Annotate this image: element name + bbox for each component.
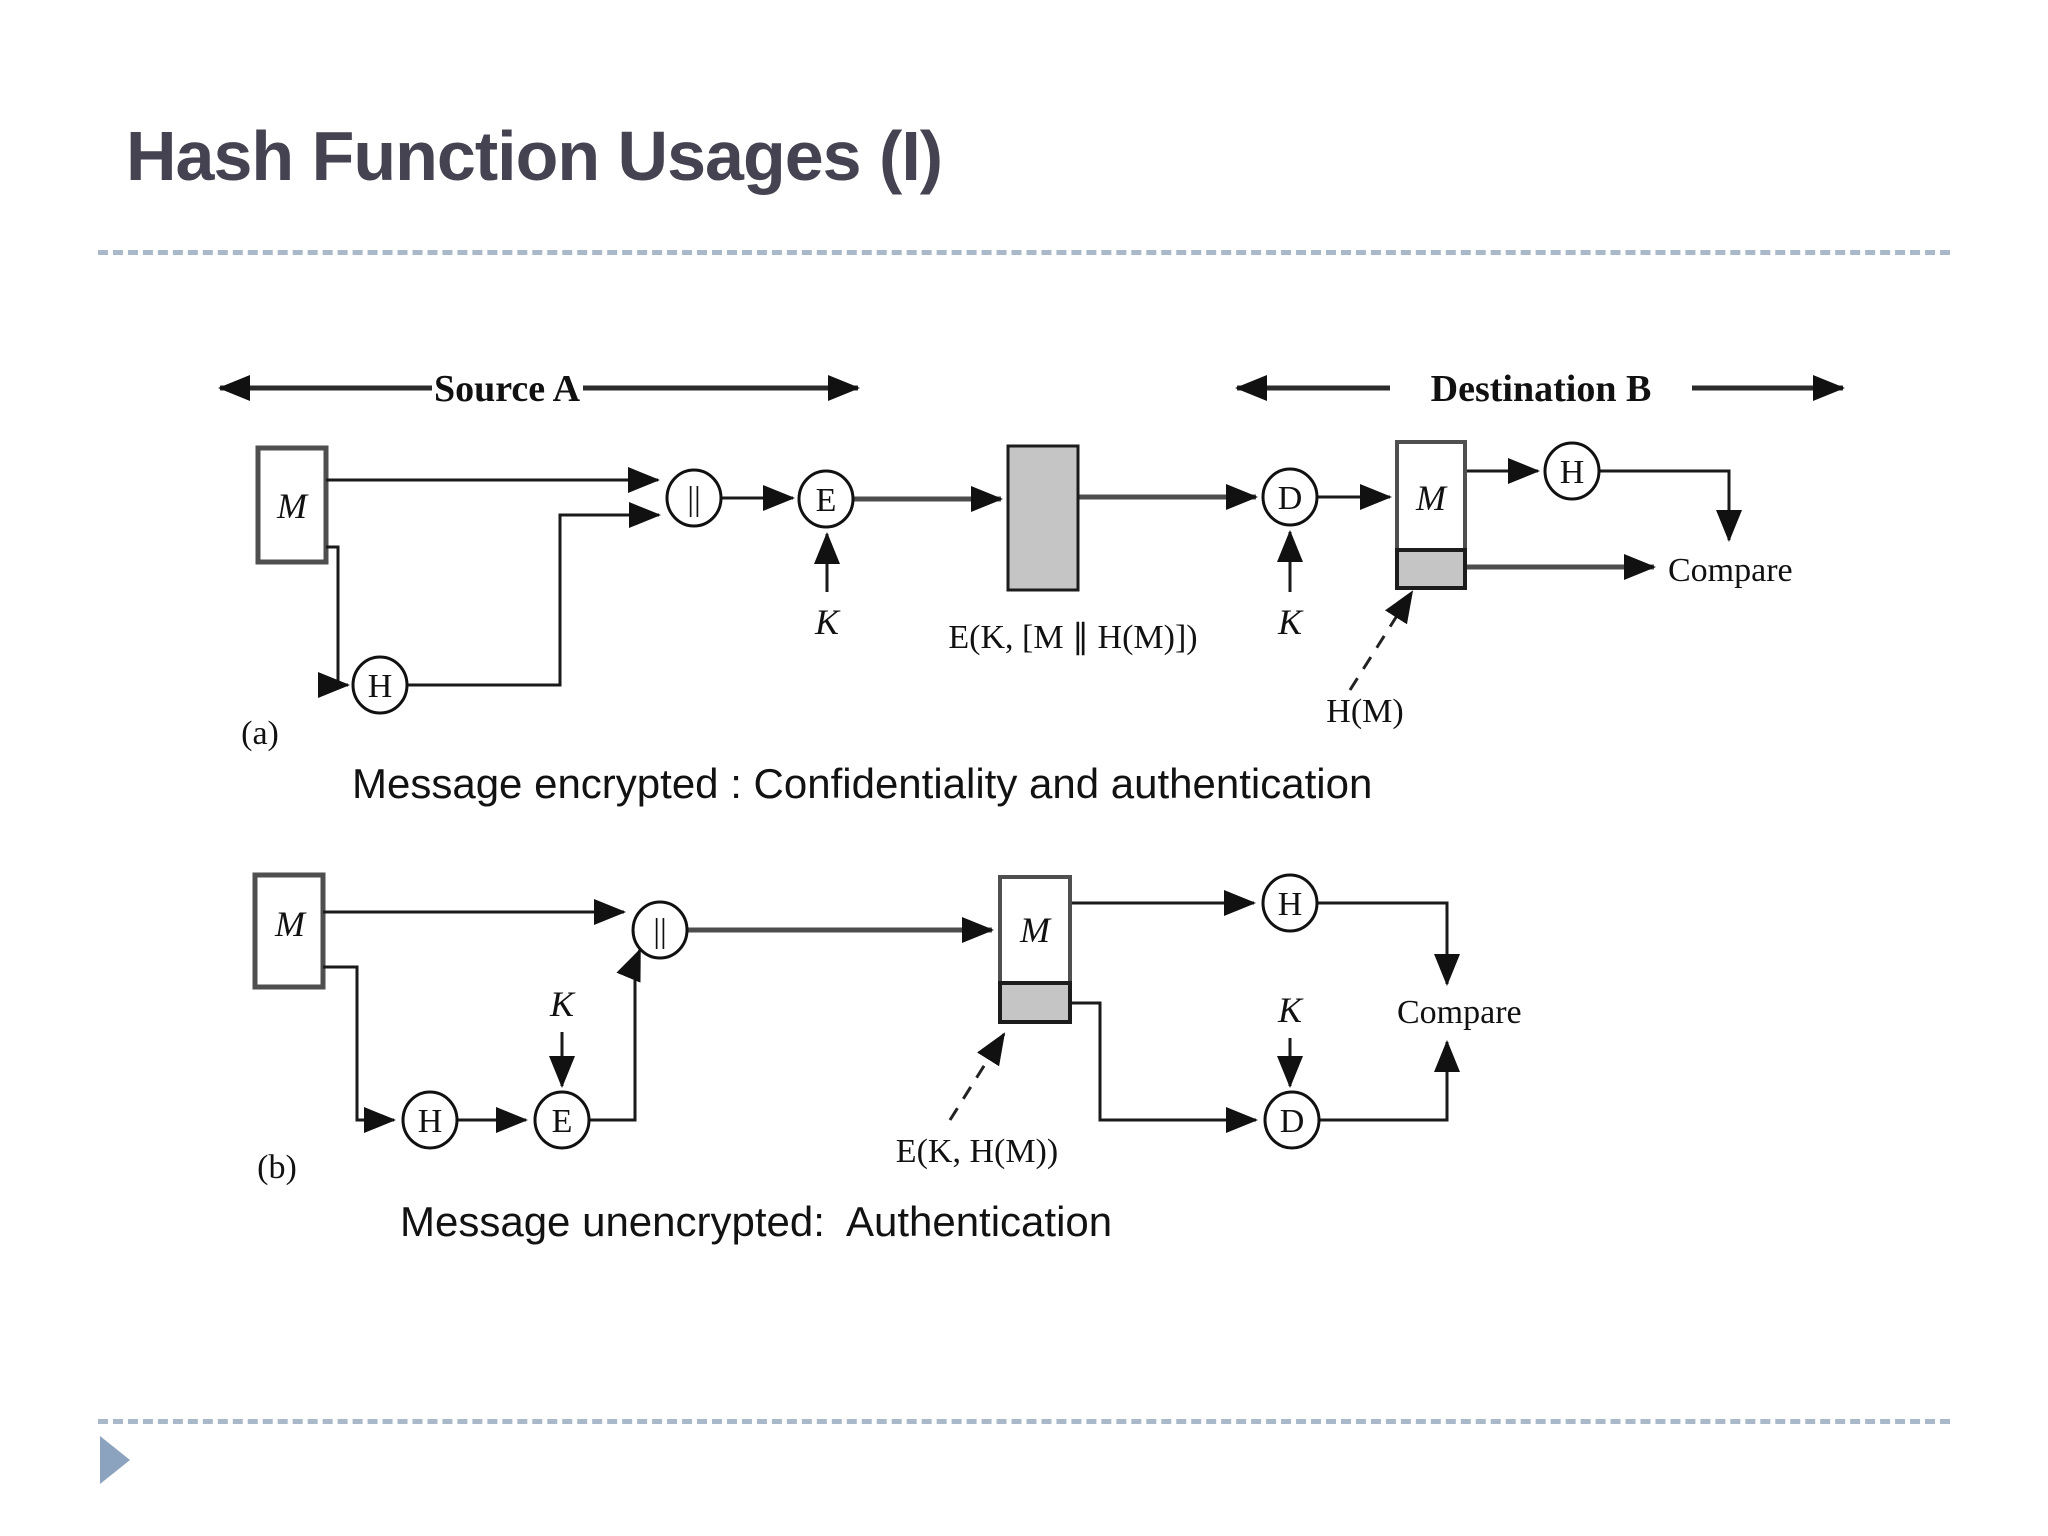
diagram-b: M || H E H D K [252, 872, 1522, 1186]
message-box-label: M [276, 486, 309, 526]
message-box [252, 872, 326, 990]
decrypt-node-label: D [1280, 1103, 1305, 1140]
hash-to-concat-wire [407, 502, 661, 687]
hash-dest-node [1261, 873, 1319, 933]
hash-dest-node [1543, 441, 1601, 501]
hash-annotation-pointer [1348, 590, 1414, 691]
caption-message-encrypted: Message encrypted : Confidentiality and … [352, 760, 1373, 807]
concat-node [631, 900, 689, 960]
received-mac-section [998, 981, 1072, 1024]
encrypt-key-label: K [549, 984, 576, 1024]
concat-node-label: || [687, 481, 701, 518]
hash-node [351, 655, 409, 715]
encrypt-node-label: E [816, 482, 837, 519]
diagram-a: Source A Destination B M || [218, 368, 1845, 752]
hash-to-compare-wire [1599, 469, 1742, 542]
slide-title: Hash Function Usages (I) [126, 117, 943, 195]
received-message-label: M [1415, 478, 1448, 518]
decrypt-node [1261, 467, 1319, 527]
footer-triangle-icon [100, 1436, 130, 1484]
hash-to-compare-wire [1317, 901, 1460, 986]
decrypt-key-label: K [1277, 602, 1304, 642]
decrypt-node [1263, 1090, 1321, 1150]
received-message-label: M [1019, 910, 1052, 950]
footer-dashed-line [98, 1419, 1950, 1424]
concat-node-label: || [653, 913, 667, 950]
hash-dest-node-label: H [1278, 886, 1303, 923]
title-divider-dashed-line [98, 250, 1950, 255]
encrypt-node [797, 469, 855, 529]
encrypt-to-concat-wire [589, 948, 642, 1122]
mac-annotation-pointer [948, 1032, 1006, 1121]
encrypt-key-label: K [814, 602, 841, 642]
hash-dest-node-label: H [1560, 454, 1585, 491]
received-hash-section [1395, 548, 1467, 590]
figure-a-label: (a) [241, 715, 279, 752]
message-box-label: M [274, 904, 307, 944]
message-box [255, 445, 329, 565]
compare-label: Compare [1668, 552, 1793, 589]
message-to-hash-wire [323, 965, 396, 1133]
decrypt-key-label: K [1277, 990, 1304, 1030]
decrypt-to-compare-wire [1319, 1040, 1460, 1122]
hash-node-label: H [368, 668, 393, 705]
hash-node [401, 1090, 459, 1150]
mac-annotation-label: E(K, H(M)) [896, 1133, 1058, 1170]
compare-label: Compare [1397, 994, 1522, 1031]
message-to-hash-wire [318, 545, 350, 698]
source-span-label: Source A [434, 368, 581, 410]
caption-message-unencrypted: Message unencrypted: Authentication [400, 1198, 1113, 1245]
macpart-to-decrypt-wire [1070, 1001, 1258, 1133]
destination-span-label: Destination B [1431, 368, 1652, 410]
hash-node-label: H [418, 1103, 443, 1140]
ciphertext-block-label: E(K, [M ∥ H(M)]) [948, 619, 1197, 656]
ciphertext-block [1006, 444, 1080, 592]
encrypt-node-label: E [552, 1103, 573, 1140]
figure-b-label: (b) [257, 1149, 297, 1186]
hash-annotation-label: H(M) [1326, 693, 1403, 730]
decrypt-node-label: D [1278, 480, 1303, 517]
concat-node [665, 468, 723, 528]
encrypt-node [533, 1090, 591, 1150]
